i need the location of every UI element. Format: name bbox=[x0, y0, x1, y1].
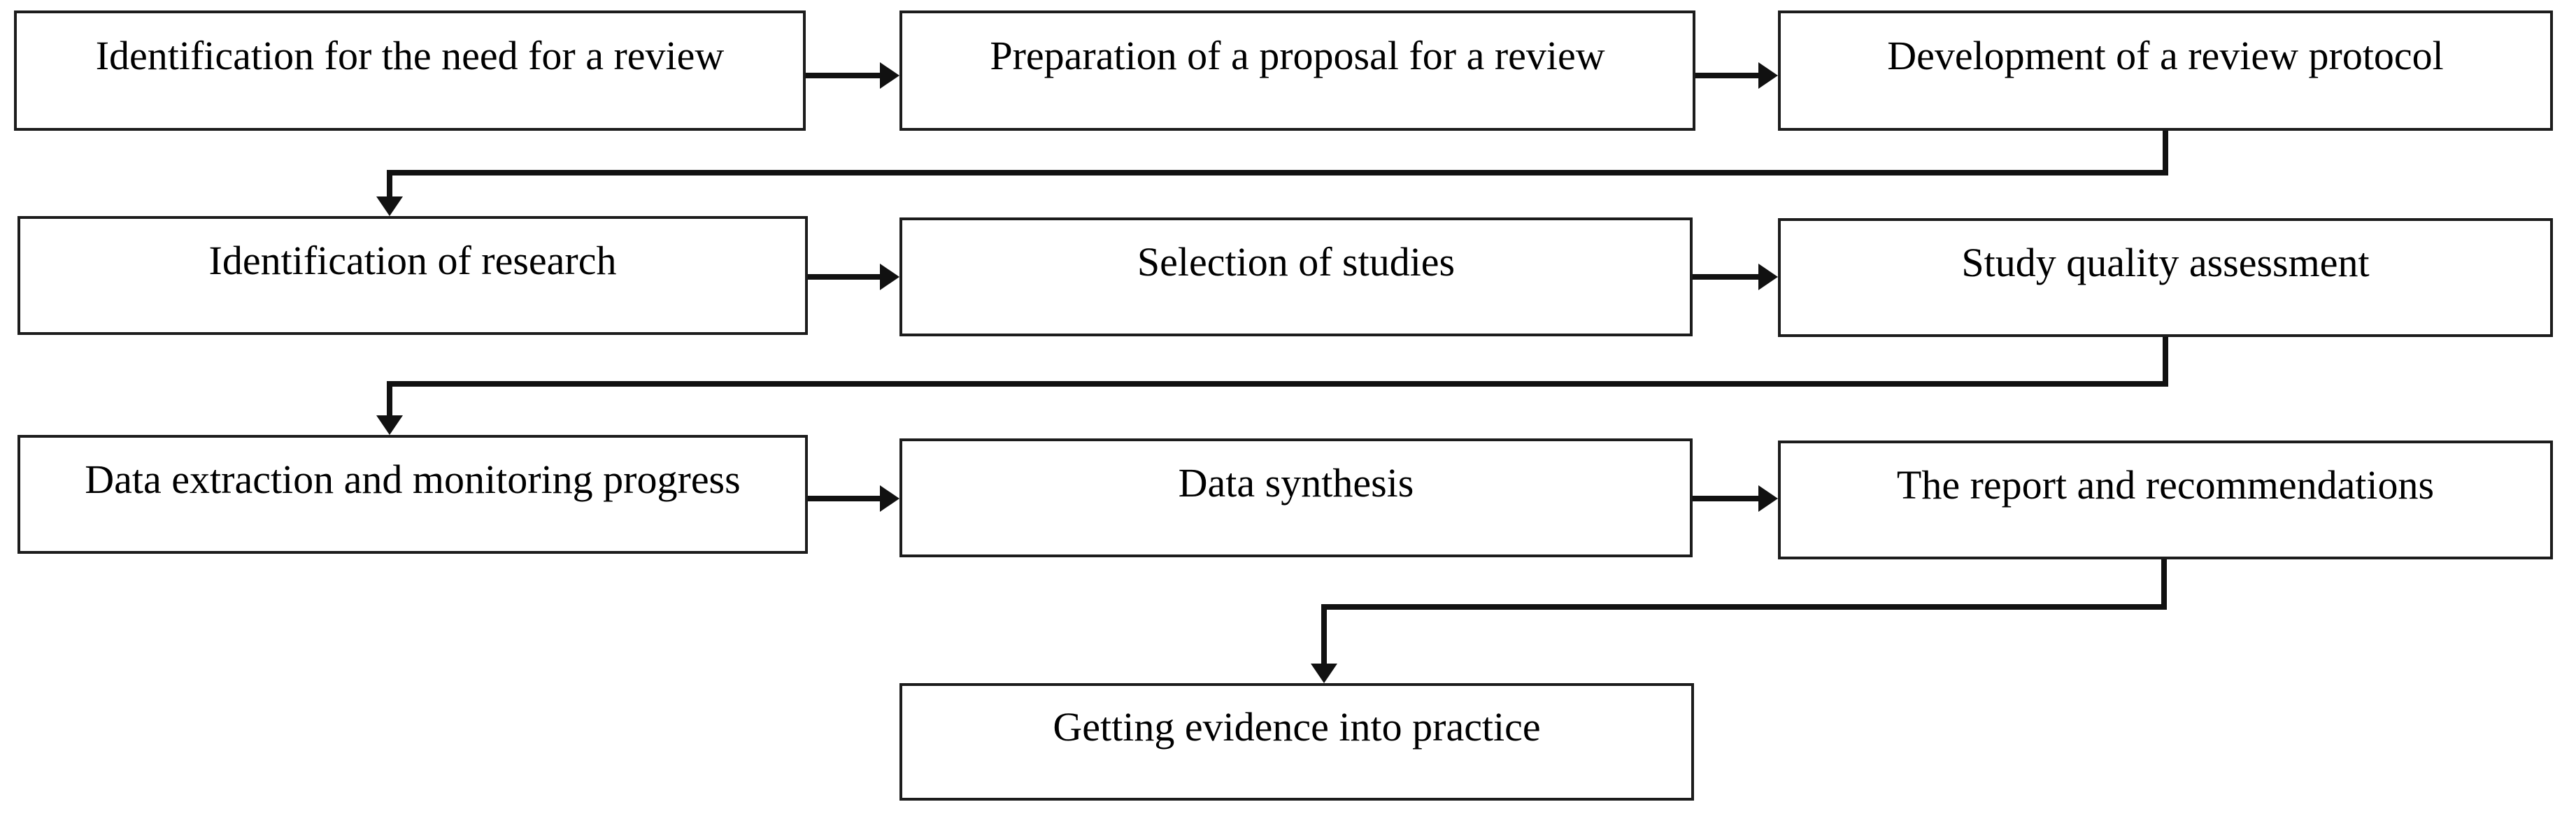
step-label: Development of a review protocol bbox=[1887, 32, 2444, 78]
arrow-step2-step3-arrowhead-icon bbox=[1758, 62, 1778, 89]
step-box-study-quality-assessment: Study quality assessment bbox=[1778, 218, 2553, 337]
connector-step6-step7-descent-segment bbox=[387, 381, 392, 417]
step-box-preparation-of-proposal: Preparation of a proposal for a review bbox=[899, 10, 1695, 131]
connector-step3-step4-drop-segment bbox=[2163, 131, 2168, 176]
step-box-identification-need-for-review: Identification for the need for a review bbox=[14, 10, 806, 131]
step-box-identification-of-research: Identification of research bbox=[17, 216, 808, 335]
step-box-data-extraction-monitoring: Data extraction and monitoring progress bbox=[17, 435, 808, 554]
arrow-step1-step2-arrowhead-icon bbox=[880, 62, 899, 89]
step-label: Selection of studies bbox=[1137, 238, 1456, 285]
step-label: Getting evidence into practice bbox=[1053, 703, 1541, 750]
arrow-step1-step2-shaft bbox=[806, 73, 881, 78]
step-label: Preparation of a proposal for a review bbox=[990, 32, 1605, 78]
step-box-report-and-recommendations: The report and recommendations bbox=[1778, 441, 2553, 559]
step-box-data-synthesis: Data synthesis bbox=[899, 438, 1693, 557]
arrow-step4-step5-arrowhead-icon bbox=[880, 264, 899, 290]
arrow-step7-step8-arrowhead-icon bbox=[880, 485, 899, 512]
connector-step6-step7-horizontal-segment bbox=[387, 381, 2168, 387]
arrow-step5-step6-arrowhead-icon bbox=[1758, 264, 1778, 290]
step-label: The report and recommendations bbox=[1896, 461, 2435, 508]
step-label: Identification of research bbox=[208, 237, 617, 283]
connector-step9-step10-horizontal-segment bbox=[1321, 604, 2167, 610]
arrow-step5-step6-shaft bbox=[1693, 274, 1760, 280]
arrow-step8-step9-arrowhead-icon bbox=[1758, 485, 1778, 512]
arrow-step4-step5-shaft bbox=[808, 274, 881, 280]
step-label: Data extraction and monitoring progress bbox=[85, 456, 741, 502]
connector-step3-step4-arrowhead-icon bbox=[376, 196, 403, 216]
connector-step9-step10-drop-segment bbox=[2161, 559, 2167, 610]
step-label: Identification for the need for a review bbox=[95, 32, 725, 78]
arrow-step8-step9-shaft bbox=[1693, 496, 1760, 501]
connector-step9-step10-descent-segment bbox=[1321, 604, 1327, 665]
step-box-getting-evidence-into-practice: Getting evidence into practice bbox=[899, 683, 1694, 801]
arrow-step2-step3-shaft bbox=[1695, 73, 1760, 78]
connector-step6-step7-arrowhead-icon bbox=[376, 415, 403, 435]
connector-step3-step4-horizontal-segment bbox=[387, 170, 2168, 176]
step-box-development-of-protocol: Development of a review protocol bbox=[1778, 10, 2553, 131]
arrow-step7-step8-shaft bbox=[808, 496, 881, 501]
connector-step3-step4-descent-segment bbox=[387, 170, 392, 198]
connector-step6-step7-drop-segment bbox=[2163, 337, 2168, 387]
connector-step9-step10-arrowhead-icon bbox=[1311, 664, 1337, 683]
step-box-selection-of-studies: Selection of studies bbox=[899, 217, 1693, 336]
step-label: Study quality assessment bbox=[1961, 239, 2370, 285]
step-label: Data synthesis bbox=[1178, 459, 1414, 506]
